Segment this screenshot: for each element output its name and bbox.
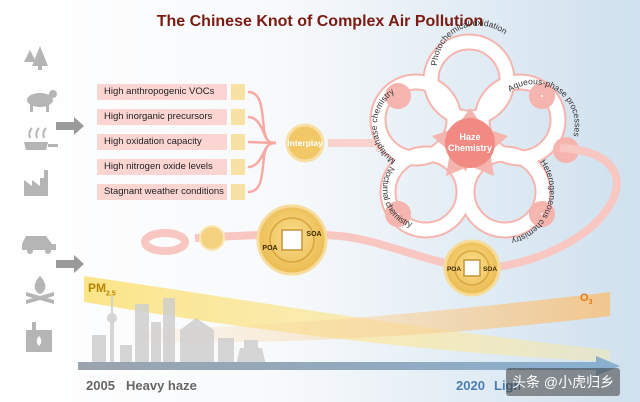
knot-center-circle bbox=[445, 118, 495, 168]
timeline-start-label: Heavy haze bbox=[126, 378, 197, 393]
tree-icon bbox=[24, 46, 48, 70]
stove-icon bbox=[26, 322, 52, 352]
factor-box-vocs: High anthropogenic VOCs bbox=[97, 84, 227, 100]
coin-2005 bbox=[256, 204, 328, 276]
knot-center-line2: Chemistry bbox=[448, 143, 492, 153]
pm25-label: PM2.5 bbox=[88, 281, 116, 297]
cooking-pan-icon bbox=[24, 127, 58, 150]
livestock-icon bbox=[27, 90, 57, 112]
small-bead bbox=[199, 225, 225, 251]
interplay-label: Interplay bbox=[287, 138, 323, 148]
timeline-bar bbox=[78, 362, 598, 370]
pm25-sub: 2.5 bbox=[106, 290, 116, 298]
factor-brace bbox=[247, 90, 277, 194]
timeline-start-year: 2005 bbox=[86, 378, 115, 393]
city-skyline bbox=[92, 296, 266, 365]
factor-marker bbox=[231, 184, 245, 200]
watermark: 头条 @小虎归乡 bbox=[506, 368, 621, 396]
coin-link bbox=[194, 230, 471, 272]
coin1-soa-label: SOA bbox=[306, 231, 321, 238]
coin2-poa-label: POA bbox=[447, 266, 461, 273]
left-loop bbox=[141, 229, 189, 255]
o3-trend-band bbox=[140, 292, 610, 343]
interplay-arrow bbox=[328, 139, 376, 147]
factor-box-inorganic: High inorganic precursors bbox=[97, 109, 227, 125]
knot-center-line1: Haze bbox=[459, 132, 480, 142]
diagram-title: The Chinese Knot of Complex Air Pollutio… bbox=[156, 13, 484, 30]
source-arrow-lower bbox=[56, 255, 84, 273]
timeline-end-year: 2020 bbox=[456, 378, 485, 393]
knot-tail bbox=[489, 144, 621, 272]
o3-main: O bbox=[580, 292, 589, 304]
factor-marker bbox=[231, 84, 245, 100]
source-arrow-upper bbox=[56, 117, 84, 135]
coin-2020 bbox=[443, 239, 501, 297]
coin1-poa-label: POA bbox=[262, 245, 277, 252]
o3-sub: 3 bbox=[588, 299, 593, 307]
o3-label: O3 bbox=[580, 292, 592, 306]
car-icon bbox=[22, 236, 56, 254]
factor-box-weather: Stagnant weather conditions bbox=[97, 184, 227, 200]
pm25-main: PM bbox=[88, 281, 106, 295]
fire-icon bbox=[26, 276, 54, 304]
factor-box-oxidation: High oxidation capacity bbox=[97, 134, 227, 150]
factor-marker bbox=[231, 159, 245, 175]
factory-icon bbox=[24, 170, 48, 196]
factor-marker bbox=[231, 134, 245, 150]
factor-box-nitrogen: High nitrogen oxide levels bbox=[97, 159, 227, 175]
interplay-circle bbox=[285, 123, 325, 163]
coin2-soa-label: SOA bbox=[483, 266, 497, 273]
factor-marker bbox=[231, 109, 245, 125]
